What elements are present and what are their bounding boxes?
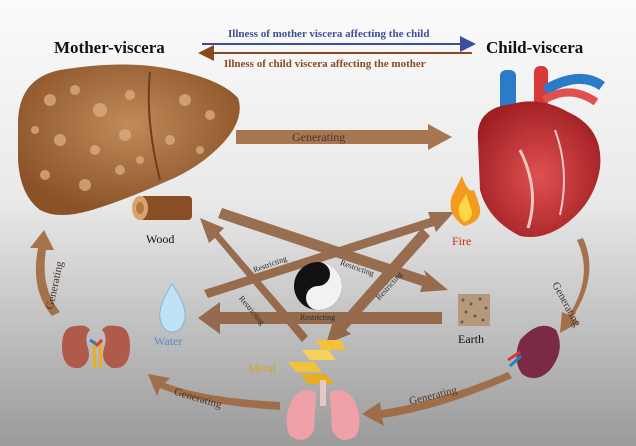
child-viscera-title: Child-viscera [486, 38, 584, 57]
generating-arrow-liver-heart [236, 124, 452, 150]
earth-label: Earth [458, 332, 484, 346]
water-drop-icon [159, 283, 186, 333]
restricting-arrow-earth-water [198, 302, 442, 334]
wood-label: Wood [146, 232, 175, 246]
generating-arrow-kidneys-liver [30, 230, 60, 316]
child-affects-mother-label: Illness of child viscera affecting the m… [224, 58, 426, 70]
heart-icon [477, 66, 605, 237]
generating-arrow-heart-spleen [560, 238, 590, 333]
restricting-arrow-fire-metal [326, 228, 430, 344]
kidneys-icon [62, 325, 130, 369]
mother-viscera-title: Mother-viscera [54, 38, 165, 57]
fire-icon [450, 176, 481, 226]
generating-label-liver-heart: Generating [292, 130, 346, 144]
metal-label: Metal [248, 361, 276, 375]
restricting-arrow-metal-wood [200, 218, 308, 342]
fire-label: Fire [452, 234, 472, 248]
restricting-arrow-water-fire [204, 212, 454, 298]
yin-yang-icon [294, 262, 342, 310]
generating-arrow-spleen-lungs [362, 372, 512, 426]
earth-icon [458, 294, 490, 326]
wood-log-icon [132, 196, 192, 220]
liver-icon [18, 64, 240, 215]
mother-affects-child-label: Illness of mother viscera affecting the … [228, 28, 430, 40]
lungs-icon [286, 380, 360, 440]
restricting-label-earth-water: Restricting [300, 313, 336, 322]
metal-icon [288, 340, 346, 384]
spleen-icon [507, 325, 560, 379]
water-label: Water [154, 334, 183, 348]
generating-arrow-lungs-kidneys [148, 374, 280, 410]
